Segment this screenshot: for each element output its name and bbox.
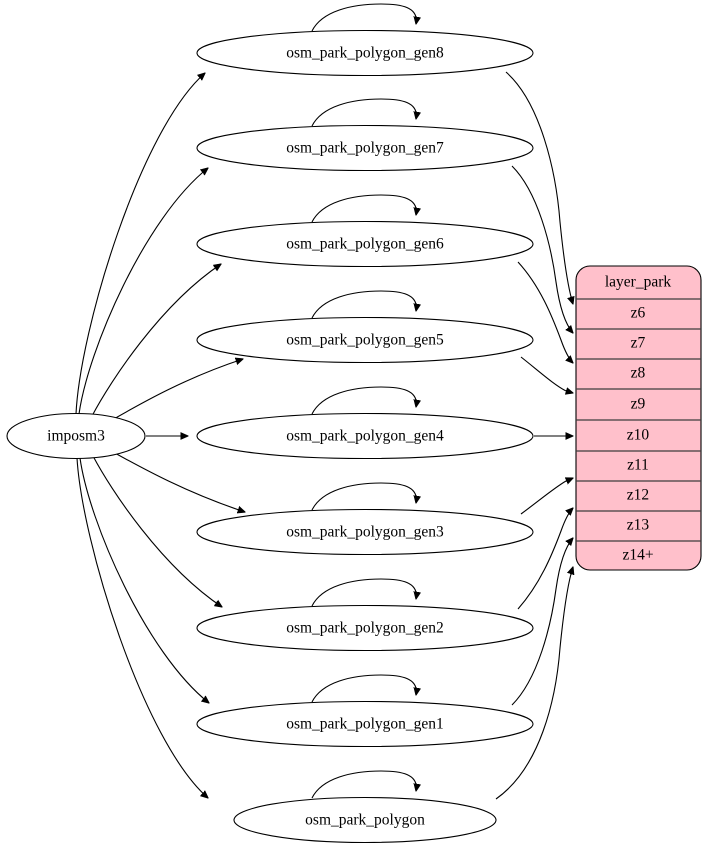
table-layer-park[interactable]: layer_park z6 z7 z8 z9 z10 z11 z12 z13 z… bbox=[575, 265, 702, 571]
node-gen7[interactable]: osm_park_polygon_gen7 bbox=[196, 124, 534, 172]
edge-imposm3-gen6 bbox=[91, 264, 221, 417]
node-gen2-shape[interactable] bbox=[196, 604, 534, 652]
self-loop-gen6 bbox=[311, 194, 416, 223]
node-gen3-label: osm_park_polygon_gen3 bbox=[286, 524, 444, 541]
table-header-label: layer_park bbox=[605, 274, 672, 291]
node-gen4-shape[interactable] bbox=[196, 412, 534, 460]
table-row-z8[interactable]: z8 bbox=[631, 365, 646, 382]
self-loop-gen3 bbox=[311, 482, 416, 511]
edge-imposm3-gen3 bbox=[112, 451, 245, 512]
node-gen8[interactable]: osm_park_polygon_gen8 bbox=[196, 29, 534, 77]
self-loops bbox=[311, 3, 416, 799]
node-gen2[interactable]: osm_park_polygon_gen2 bbox=[196, 604, 534, 652]
table-row-z7[interactable]: z7 bbox=[631, 335, 646, 352]
node-gen5-label: osm_park_polygon_gen5 bbox=[286, 332, 444, 349]
node-gen2-label: osm_park_polygon_gen2 bbox=[286, 620, 444, 637]
node-gen1-label: osm_park_polygon_gen1 bbox=[286, 716, 444, 733]
edge-gen3-z11 bbox=[520, 478, 573, 515]
node-gen3-shape[interactable] bbox=[196, 508, 534, 556]
node-gen6[interactable]: osm_park_polygon_gen6 bbox=[196, 220, 534, 268]
node-gen4-label: osm_park_polygon_gen4 bbox=[286, 428, 444, 445]
table-row-z11[interactable]: z11 bbox=[627, 457, 649, 474]
node-imposm3[interactable]: imposm3 bbox=[6, 412, 146, 460]
table-row-z13[interactable]: z13 bbox=[627, 517, 650, 534]
edge-imposm3-base bbox=[76, 457, 208, 798]
node-gen6-label: osm_park_polygon_gen6 bbox=[286, 236, 444, 253]
node-imposm3-shape[interactable] bbox=[6, 412, 146, 460]
edge-gen6-z8 bbox=[517, 261, 573, 363]
node-gen3[interactable]: osm_park_polygon_gen3 bbox=[196, 508, 534, 556]
edge-gen8-z6 bbox=[505, 71, 573, 304]
edge-imposm3-gen7 bbox=[78, 168, 208, 415]
node-gen1-shape[interactable] bbox=[196, 700, 534, 748]
node-gen4[interactable]: osm_park_polygon_gen4 bbox=[196, 412, 534, 460]
table-row-z10[interactable]: z10 bbox=[627, 427, 650, 444]
table-layer-park-body bbox=[575, 265, 702, 571]
edge-gen5-z9 bbox=[520, 356, 573, 393]
node-gen7-label: osm_park_polygon_gen7 bbox=[286, 140, 444, 157]
node-imposm3-label: imposm3 bbox=[47, 428, 105, 445]
edge-imposm3-gen2 bbox=[92, 455, 222, 607]
edges-source-to-nodes bbox=[75, 73, 245, 798]
node-gen7-shape[interactable] bbox=[196, 124, 534, 172]
self-loop-base bbox=[311, 770, 416, 799]
table-row-z12[interactable]: z12 bbox=[627, 487, 649, 504]
self-loop-gen4 bbox=[311, 386, 416, 415]
self-loop-gen2 bbox=[311, 578, 416, 607]
table-row-z14plus[interactable]: z14+ bbox=[622, 547, 653, 564]
edge-imposm3-gen8 bbox=[75, 73, 205, 415]
self-loop-gen1 bbox=[311, 674, 416, 703]
edge-gen7-z7 bbox=[511, 165, 573, 333]
self-loop-gen5 bbox=[311, 290, 416, 319]
node-gen5[interactable]: osm_park_polygon_gen5 bbox=[196, 316, 534, 364]
table-row-z9[interactable]: z9 bbox=[631, 396, 646, 413]
edge-gen1-z13 bbox=[511, 538, 573, 706]
node-base-label: osm_park_polygon bbox=[305, 812, 425, 829]
node-gen8-shape[interactable] bbox=[196, 29, 534, 77]
node-gen6-shape[interactable] bbox=[196, 220, 534, 268]
edge-imposm3-gen1 bbox=[79, 457, 209, 703]
node-gen1[interactable]: osm_park_polygon_gen1 bbox=[196, 700, 534, 748]
self-loop-gen7 bbox=[311, 98, 416, 127]
self-loop-gen8 bbox=[311, 3, 416, 32]
table-row-z6[interactable]: z6 bbox=[631, 305, 646, 322]
node-gen5-shape[interactable] bbox=[196, 316, 534, 364]
edge-gen2-z12 bbox=[517, 508, 573, 610]
node-gen8-label: osm_park_polygon_gen8 bbox=[286, 45, 444, 62]
edge-base-z14p bbox=[495, 567, 573, 800]
edge-imposm3-gen5 bbox=[111, 359, 243, 421]
node-base[interactable]: osm_park_polygon bbox=[233, 796, 497, 844]
node-base-shape[interactable] bbox=[233, 796, 497, 844]
edges-nodes-to-table bbox=[495, 71, 573, 800]
